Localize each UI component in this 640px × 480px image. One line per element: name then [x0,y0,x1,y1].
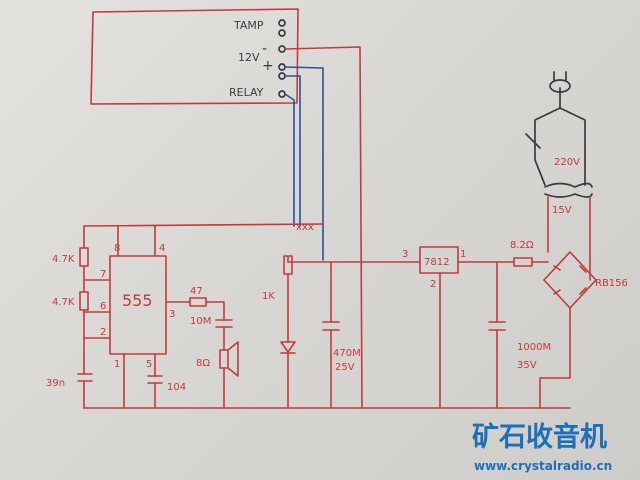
capacitor-1000 [488,321,506,331]
reg-pin-3: 3 [402,249,408,260]
watermark-url: www.crystalradio.cn [474,459,612,473]
capacitor-470 [322,321,340,331]
terminal-label-minus: - [262,41,267,57]
plug [549,79,571,93]
watermark: 矿石收音机 www.crystalradio.cn [472,421,612,473]
label-r-82: 8.2Ω [510,240,534,251]
label-r2: 4.7K [52,297,75,308]
transformer: 15V 220V [525,71,593,281]
speaker [219,349,229,369]
terminal-label-relay: RELAY [229,86,264,99]
label-r-led: 1K [262,291,275,302]
terminal-relay-1 [278,72,286,80]
label-c-1000: 1000M [517,342,551,353]
reg-pin-2: 2 [430,279,436,290]
terminal-label-plus: + [262,58,274,74]
timer-555-section: 4.7K 4.7K 39n 555 8 4 7 6 2 3 1 5 104 47 [46,225,239,409]
ic-pin-8: 8 [114,243,120,254]
ic-pin-6: 6 [100,301,106,312]
ic-pin-7: 7 [100,269,106,280]
blue-wires [284,66,324,261]
label-r1: 4.7K [52,254,75,265]
capacitor-out [215,319,233,328]
label-mains: 220V [554,157,580,168]
ic-pin-4: 4 [159,243,165,254]
wire-negative [284,46,363,409]
junction-mark: xxx [296,222,314,233]
terminal-minus [278,45,286,53]
terminal-tamp-2 [278,29,286,37]
label-c-470-v: 25V [335,362,355,373]
watermark-title: 矿石收音机 [472,421,607,453]
terminal-tamp-1 [278,19,286,27]
regulator-section: 7812 3 1 2 8.2Ω 1000M 35V [402,240,551,409]
label-c-1000-v: 35V [517,360,537,371]
label-c-out: 10M [190,316,211,327]
wire-top-rail [83,223,324,227]
label-bridge: RB156 [595,278,628,289]
resistor-82 [513,257,533,267]
terminal-label-12v: 12V [238,51,260,64]
reg-pin-1: 1 [460,249,466,260]
capacitor-timing [77,373,93,382]
label-r-out: 47 [190,286,203,297]
ic-555 [109,255,167,355]
label-regulator: 7812 [424,257,449,268]
label-c-timing: 39n [46,378,65,389]
led [280,341,296,354]
bridge-rectifier: RB156 [539,251,628,409]
ic-pin-3: 3 [169,309,175,320]
terminal-plus [278,63,286,71]
terminal-block: TAMP 12V - + RELAY [90,8,299,105]
regulator-7812 [419,246,459,274]
ic-555-label: 555 [122,291,153,310]
ic-pin-1: 1 [114,359,120,370]
ic-pin-2: 2 [100,327,106,338]
label-c-470: 470M [333,348,361,359]
capacitor-ctrl [147,375,163,384]
resistor-r1 [79,247,89,267]
label-speaker: 8Ω [196,358,210,369]
label-c-ctrl: 104 [167,382,186,393]
resistor-r2 [79,291,89,311]
ic-pin-5: 5 [146,359,152,370]
label-secondary: 15V [552,205,572,216]
indicator-section: 1K 470M 25V [262,255,421,409]
terminal-relay-2 [278,90,286,98]
resistor-out [189,297,207,307]
terminal-label-tamp: TAMP [233,19,264,32]
